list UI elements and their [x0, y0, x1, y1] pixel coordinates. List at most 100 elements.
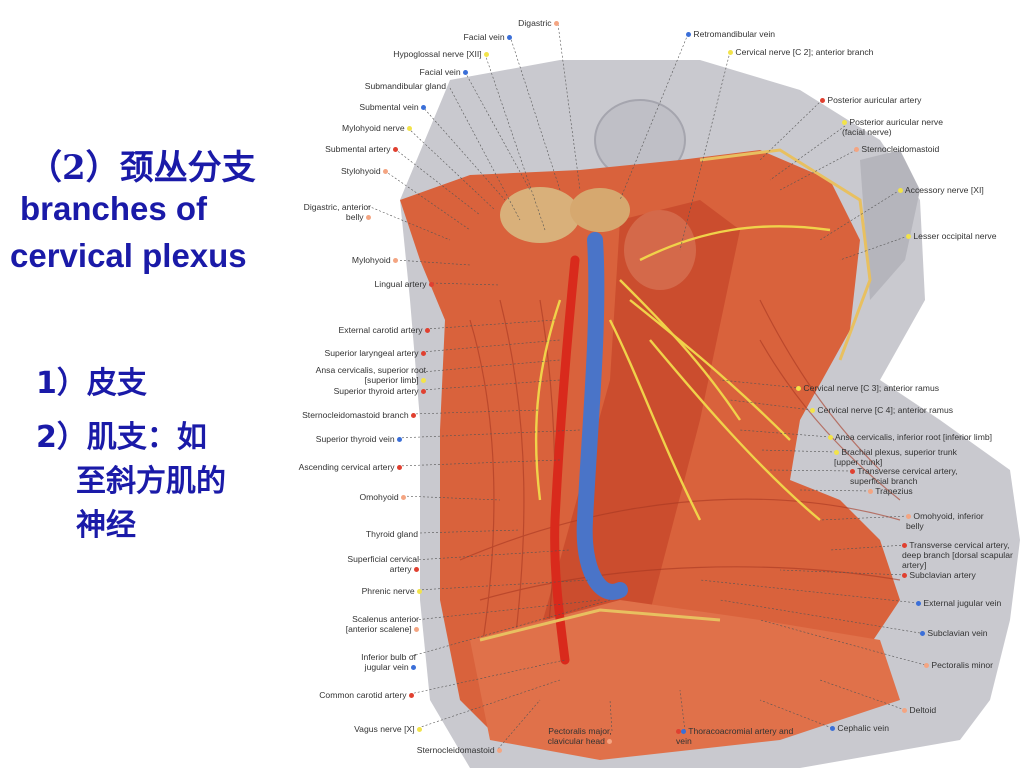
label-superficial-cervical-artery: Superficial cervical artery — [347, 554, 419, 574]
label-dot — [607, 739, 613, 745]
label-cervical-nerve-c4: Cervical nerve [C 4]; anterior ramus — [810, 405, 953, 415]
label-stylohyoid: Stylohyoid — [341, 166, 388, 176]
label-dot — [906, 234, 911, 240]
carotid-artery — [550, 255, 580, 665]
label-posterior-auricular-nerve: Posterior auricular nerve (facial nerve) — [842, 117, 944, 137]
label-dot — [924, 663, 929, 669]
label-thyroid-gland: Thyroid gland — [365, 529, 418, 539]
list-item-muscular-cont: 至斜方肌的 — [76, 464, 226, 499]
label-dot — [902, 543, 907, 549]
label-dot — [920, 631, 925, 637]
label-dot — [409, 693, 414, 699]
label-accessory-nerve: Accessory nerve [XI] — [898, 185, 984, 195]
label-dot — [414, 627, 419, 633]
label-dot — [854, 147, 859, 153]
label-lesser-occipital-nerve: Lesser occipital nerve — [906, 231, 997, 241]
label-dot — [898, 188, 903, 194]
label-ascending-cervical-artery: Ascending cervical artery — [299, 462, 402, 472]
label-trapezius: Trapezius — [868, 486, 913, 496]
leader-lines — [367, 23, 926, 750]
label-dot — [366, 215, 371, 221]
label-digastric: Digastric — [518, 18, 559, 28]
label-dot — [507, 35, 512, 41]
label-dot — [383, 169, 388, 175]
label-dot — [796, 386, 801, 392]
label-submental-vein: Submental vein — [359, 102, 426, 112]
label-dot — [902, 573, 907, 579]
label-dot — [463, 70, 468, 76]
label-dot — [906, 514, 911, 520]
label-brachial-plexus: Brachial plexus, superior trunk [upper t… — [834, 447, 957, 467]
label-dot — [393, 147, 398, 153]
label-transverse-cervical-superficial: Transverse cervical artery, superficial … — [850, 466, 958, 486]
label-dot — [411, 413, 416, 419]
label-dot — [414, 567, 419, 573]
label-dot — [397, 437, 402, 443]
label-hypoglossal-nerve: Hypoglossal nerve [XII] — [393, 49, 489, 59]
title-english-line1: branches of — [20, 190, 208, 227]
label-dot — [407, 126, 412, 132]
label-phrenic-nerve: Phrenic nerve — [362, 586, 422, 596]
label-facial-vein: Facial vein — [464, 32, 512, 42]
label-dot — [421, 105, 426, 111]
label-dot — [393, 258, 398, 264]
label-external-jugular-vein: External jugular vein — [916, 598, 1001, 608]
label-ansa-cervicalis-superior: Ansa cervicalis, superior root [superior… — [315, 365, 426, 385]
submandibular-gland — [500, 187, 580, 243]
label-dot — [686, 32, 691, 38]
label-dot — [554, 21, 559, 27]
list-item-muscular: 2）肌支：如 — [36, 420, 207, 455]
label-dot — [830, 726, 835, 732]
label-omohyoid: Omohyoid — [359, 492, 406, 502]
label-pectoralis-minor: Pectoralis minor — [924, 660, 993, 670]
label-facial-vein-2: Facial vein — [420, 67, 468, 77]
label-dot — [425, 328, 430, 334]
label-mylohyoid: Mylohyoid — [352, 255, 398, 265]
label-dot — [484, 52, 489, 58]
label-dot — [868, 489, 873, 495]
label-omohyoid-inferior: Omohyoid, inferior belly — [906, 511, 984, 531]
label-ansa-cervicalis-inferior: Ansa cervicalis, inferior root [inferior… — [828, 432, 992, 442]
label-submental-artery: Submental artery — [325, 144, 398, 154]
label-transverse-cervical-deep: Transverse cervical artery, deep branch … — [902, 540, 1013, 570]
label-digastric-anterior: Digastric, anterior belly — [303, 202, 371, 222]
label-dot — [810, 408, 815, 414]
label-sternocleidomastoid-top: Sternocleidomastoid — [854, 144, 939, 154]
label-superior-laryngeal-artery: Superior laryngeal artery — [325, 348, 426, 358]
label-dot — [397, 465, 402, 471]
label-dot — [421, 389, 426, 395]
label-superior-thyroid-vein: Superior thyroid vein — [316, 434, 402, 444]
label-dot — [728, 50, 733, 56]
label-sternocleidomastoid-branch: Sternocleidomastoid branch — [302, 410, 416, 420]
label-dot — [842, 120, 847, 126]
label-sternocleidomastoid-bottom: Sternocleidomastoid — [417, 745, 502, 755]
label-dot — [421, 351, 426, 357]
nerve-branches — [534, 225, 831, 521]
label-scalenus-anterior: Scalenus anterior [anterior scalene] — [345, 614, 419, 634]
label-posterior-auricular-artery: Posterior auricular artery — [820, 95, 921, 105]
shadow-region — [860, 150, 920, 300]
label-retromandibular-vein: Retromandibular vein — [686, 29, 775, 39]
label-submandibular-gland: Submandibular gland — [364, 81, 446, 91]
label-dot — [820, 98, 825, 104]
label-external-carotid-artery: External carotid artery — [339, 325, 430, 335]
label-dot — [421, 378, 426, 384]
fat-border-lower — [479, 608, 721, 642]
fat-border — [699, 148, 872, 361]
parotid-gland — [570, 188, 630, 232]
label-vagus-nerve: Vagus nerve [X] — [354, 724, 422, 734]
label-cervical-nerve-c2: Cervical nerve [C 2]; anterior branch — [728, 47, 873, 57]
internal-jugular-vein — [576, 232, 628, 600]
sternocleidomastoid-muscle — [520, 200, 740, 720]
label-dot — [417, 589, 422, 595]
label-lingual-artery: Lingual artery — [375, 279, 434, 289]
label-common-carotid-artery: Common carotid artery — [319, 690, 414, 700]
label-mylohyoid-nerve: Mylohyoid nerve — [342, 123, 412, 133]
label-dot — [828, 435, 833, 441]
label-dot — [850, 469, 855, 475]
label-dot — [902, 708, 907, 714]
label-dot — [411, 665, 416, 671]
label-dot — [916, 601, 921, 607]
label-thoracoacromial: Thoracoacromial artery and vein — [676, 726, 794, 746]
